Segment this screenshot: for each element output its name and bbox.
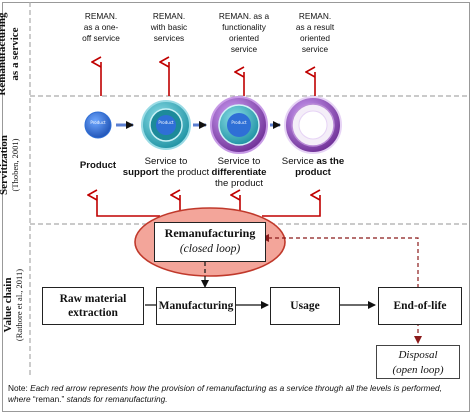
row-title-value-chain: Value chain: [2, 277, 14, 333]
note-italic-2: stands for remanufacturing.: [64, 394, 168, 404]
circle-label-product: Product: [90, 120, 106, 125]
chain-raw-material: Raw material extraction: [42, 287, 144, 325]
dashed-loop-eol-to-reman: [261, 234, 419, 288]
row-label-reman-service: Remanufacturing as a service: [0, 9, 24, 99]
circle-label-support: Product: [158, 120, 174, 125]
circle-as-product: [284, 96, 342, 154]
circle-support: [141, 100, 191, 150]
servitization-level-3: Service to differentiate the product: [211, 156, 267, 189]
servitization-level-1: Product: [79, 160, 117, 171]
chain-manufacturing: Manufacturing: [156, 287, 236, 325]
disposal-box: Disposal (open loop): [376, 345, 460, 379]
circle-product: [84, 111, 112, 139]
note-italic-1: Each red arrow represents how the provis…: [8, 383, 442, 404]
disposal-title: Disposal: [398, 349, 438, 361]
chain-end-of-life: End-of-life: [378, 287, 462, 325]
remanufacturing-box: Remanufacturing (closed loop): [154, 222, 266, 262]
row-title-servitization: Servitization: [0, 135, 10, 195]
row-source-value-chain: (Rathore et al., 2011): [14, 268, 24, 342]
circle-differentiate: [210, 96, 268, 154]
row-label-servitization: Servitization (Thoben, 2001): [0, 120, 28, 210]
circle-label-differentiate: Product: [231, 120, 247, 125]
row-label-value-chain: Value chain (Rathore et al., 2011): [2, 250, 32, 360]
red-arrow-rem-4: [262, 195, 321, 217]
remanufacturing-subtitle: (closed loop): [179, 243, 241, 255]
diagram-frame: [2, 2, 470, 412]
reman-option-1: REMAN.as a one-off service: [82, 11, 120, 43]
note-quoted: “reman.”: [32, 394, 65, 404]
servitization-level-2: Service to support the product: [122, 156, 210, 178]
disposal-subtitle: (open loop): [392, 364, 444, 376]
row-title-reman-service: Remanufacturing as a service: [0, 12, 21, 96]
row-source-servitization: (Thoben, 2001): [10, 138, 20, 192]
note-prefix: Note:: [8, 383, 31, 393]
servitization-level-4: Service as the product: [281, 156, 345, 178]
chain-usage: Usage: [270, 287, 340, 325]
remanufacturing-title: Remanufacturing: [164, 226, 256, 240]
figure-note: Note: Each red arrow represents how the …: [8, 383, 466, 405]
red-arrow-rem-1: [97, 195, 160, 217]
